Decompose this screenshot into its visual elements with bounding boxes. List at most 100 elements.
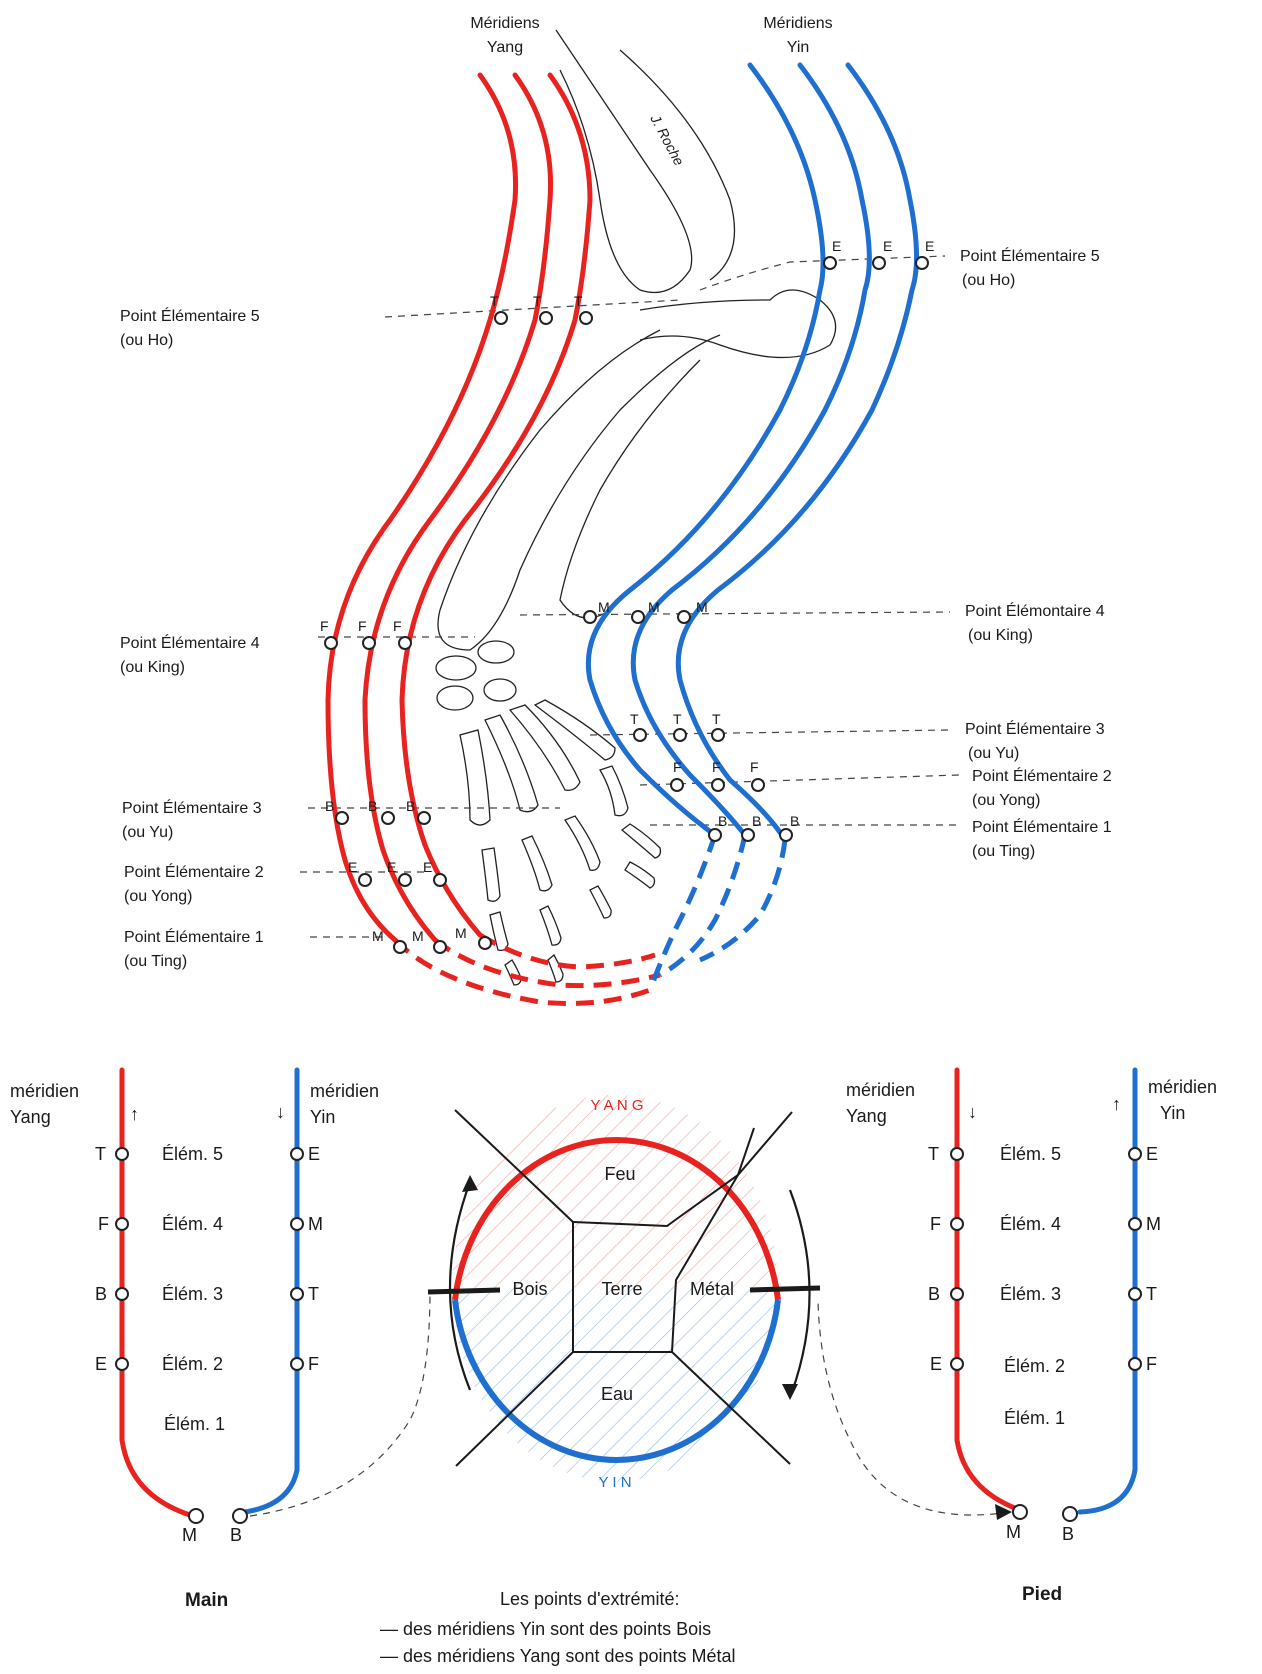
svg-text:Élém. 4: Élém. 4 — [1000, 1214, 1061, 1234]
svg-text:M: M — [1006, 1522, 1021, 1542]
svg-text:M: M — [372, 928, 384, 944]
svg-text:B: B — [95, 1284, 107, 1304]
svg-text:Élém. 1: Élém. 1 — [1004, 1408, 1065, 1428]
svg-text:F: F — [98, 1214, 109, 1234]
svg-text:Point Élémentaire 5: Point Élémentaire 5 — [120, 306, 260, 325]
svg-text:Élém. 3: Élém. 3 — [162, 1284, 223, 1304]
circle-bois: Bois — [512, 1279, 547, 1299]
svg-text:T: T — [95, 1144, 106, 1164]
main-yang-arrow: ↑ — [130, 1104, 139, 1124]
svg-text:T: T — [1146, 1284, 1157, 1304]
yin-points — [583, 256, 929, 842]
yang-dashed-3 — [478, 932, 656, 970]
svg-text:(ou King): (ou King) — [968, 627, 1033, 644]
pied-panel: méridien Yang ↓ méridien Yin ↑ T F B E E… — [817, 1067, 1217, 1605]
svg-text:(ou Ting): (ou Ting) — [124, 953, 187, 970]
yin-header-line1: Méridiens — [763, 15, 832, 32]
svg-text:T: T — [630, 711, 639, 727]
right-point-labels: Point Élémentaire 5 (ou Ho) Point Élémon… — [960, 246, 1112, 860]
pied-yin-arrow: ↑ — [1112, 1094, 1121, 1114]
svg-text:E: E — [308, 1144, 320, 1164]
main-yang-line — [119, 1067, 193, 1518]
yin-header: Méridiens Yin — [763, 15, 832, 56]
pied-link — [817, 1299, 1011, 1516]
yang-meridians — [325, 72, 661, 1006]
yin-meridians — [585, 62, 919, 991]
yang-header: Méridiens Yang — [470, 15, 539, 56]
svg-text:Point Élémentaire 1: Point Élémentaire 1 — [124, 927, 264, 946]
yang-meridian-3 — [399, 72, 593, 938]
svg-text:E: E — [930, 1354, 942, 1374]
svg-text:(ou Ting): (ou Ting) — [972, 843, 1035, 860]
svg-text:Élém. 5: Élém. 5 — [1000, 1144, 1061, 1164]
svg-text:Élém. 2: Élém. 2 — [1004, 1356, 1065, 1376]
main-caption: Main — [185, 1590, 228, 1611]
yang-dashed-1 — [393, 938, 651, 1006]
svg-text:B: B — [752, 813, 761, 829]
svg-text:Élém. 1: Élém. 1 — [164, 1414, 225, 1434]
svg-text:Point Élémentaire 3: Point Élémentaire 3 — [122, 798, 262, 817]
main-link — [249, 1289, 431, 1517]
yang-meridian-1 — [325, 72, 519, 943]
svg-text:B: B — [406, 798, 415, 814]
svg-text:E: E — [387, 859, 396, 875]
svg-text:T: T — [308, 1284, 319, 1304]
svg-text:F: F — [320, 618, 329, 634]
svg-text:M: M — [412, 928, 424, 944]
svg-text:T: T — [928, 1144, 939, 1164]
svg-text:méridien: méridien — [310, 1081, 379, 1101]
note-title: Les points d'extrémité: — [500, 1589, 680, 1609]
svg-text:B: B — [325, 798, 334, 814]
circle-metal: Métal — [690, 1279, 734, 1299]
svg-text:Point Élémentaire 2: Point Élémentaire 2 — [124, 862, 264, 881]
note-line1: — des méridiens Yin sont des points Bois — [380, 1619, 711, 1639]
yang-header-line2: Yang — [487, 39, 523, 56]
svg-text:E: E — [925, 238, 934, 254]
svg-text:F: F — [712, 759, 721, 775]
svg-text:E: E — [95, 1354, 107, 1374]
guide-lines — [300, 255, 961, 938]
svg-text:E: E — [832, 238, 841, 254]
svg-text:méridien: méridien — [1148, 1077, 1217, 1097]
circle-yang-label: Y A N G — [590, 1097, 643, 1114]
svg-text:T: T — [490, 293, 499, 309]
svg-text:M: M — [1146, 1214, 1161, 1234]
svg-text:M: M — [182, 1525, 197, 1545]
signature: J. Roche — [647, 111, 688, 168]
svg-text:méridien: méridien — [10, 1081, 79, 1101]
five-elements-circle: Y A N G Y I N Feu Bois Terre Métal Eau — [427, 1094, 821, 1491]
pied-yang-line — [954, 1067, 1023, 1513]
svg-text:(ou King): (ou King) — [120, 659, 185, 676]
svg-text:E: E — [1146, 1144, 1158, 1164]
svg-text:(ou Yong): (ou Yong) — [124, 888, 193, 905]
circle-eau: Eau — [601, 1384, 633, 1404]
note-line2: — des méridiens Yang sont des points Mét… — [380, 1646, 736, 1666]
yin-meridian-2 — [630, 62, 872, 838]
circle-yin-label: Y I N — [598, 1474, 631, 1491]
arm-bone-sketch — [435, 29, 837, 986]
svg-text:M: M — [696, 599, 708, 615]
svg-text:E: E — [423, 859, 432, 875]
svg-text:Point Élémentaire 4: Point Élémentaire 4 — [120, 633, 260, 652]
svg-text:Yin: Yin — [310, 1107, 335, 1127]
svg-text:(ou Ho): (ou Ho) — [120, 332, 173, 349]
pied-caption: Pied — [1022, 1584, 1062, 1605]
main-panel: méridien Yang ↑ méridien Yin ↓ T F B E E… — [10, 1067, 431, 1611]
svg-text:F: F — [358, 618, 367, 634]
svg-text:Élém. 5: Élém. 5 — [162, 1144, 223, 1164]
svg-text:Élém. 2: Élém. 2 — [162, 1354, 223, 1374]
svg-text:F: F — [308, 1354, 319, 1374]
svg-text:T: T — [574, 293, 583, 309]
main-yin-line — [242, 1067, 300, 1515]
main-yin-arrow: ↓ — [276, 1102, 285, 1122]
svg-text:F: F — [750, 759, 759, 775]
yin-meridian-1 — [585, 62, 826, 838]
svg-text:(ou Yong): (ou Yong) — [972, 792, 1041, 809]
left-point-labels: Point Élémentaire 5 (ou Ho) Point Élémen… — [120, 306, 264, 970]
yang-dashed-2 — [433, 938, 661, 989]
svg-text:F: F — [1146, 1354, 1157, 1374]
svg-text:B: B — [368, 798, 377, 814]
